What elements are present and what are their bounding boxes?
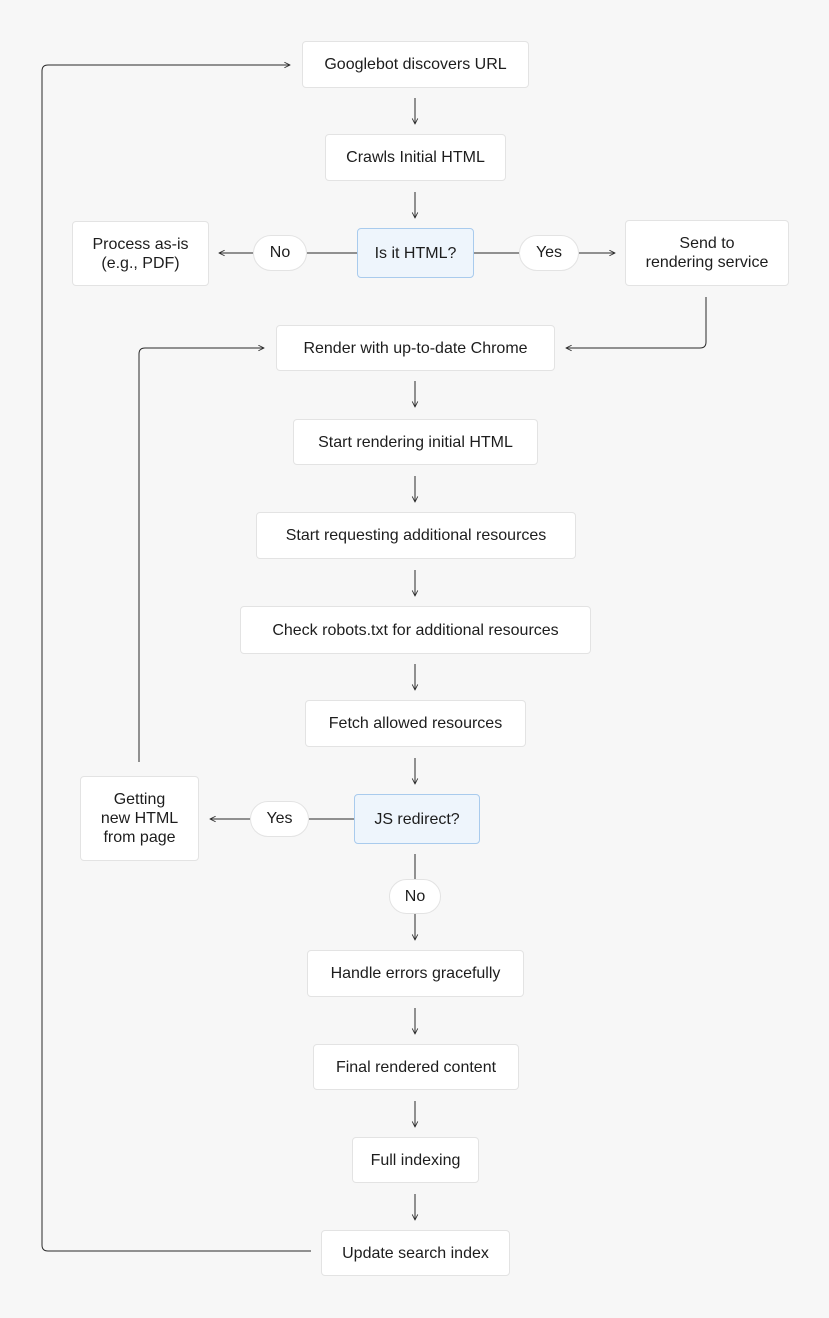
node-render-with-chrome: Render with up-to-date Chrome	[276, 325, 555, 371]
node-is-it-html: Is it HTML?	[357, 228, 474, 278]
label-html-no: No	[253, 235, 307, 271]
node-full-indexing: Full indexing	[352, 1137, 479, 1183]
node-update-search-index: Update search index	[321, 1230, 510, 1276]
arrow-send-render	[566, 297, 707, 348]
node-crawls-initial-html: Crawls Initial HTML	[325, 134, 506, 181]
node-js-redirect: JS redirect?	[354, 794, 480, 844]
arrow-update-discover	[41, 65, 311, 1252]
node-handle-errors: Handle errors gracefully	[307, 950, 524, 997]
node-start-requesting-resources: Start requesting additional resources	[256, 512, 576, 559]
label-html-yes: Yes	[519, 235, 579, 271]
node-fetch-allowed-resources: Fetch allowed resources	[305, 700, 526, 747]
node-googlebot-discovers-url: Googlebot discovers URL	[302, 41, 529, 88]
node-send-to-rendering-service: Send to rendering service	[625, 220, 789, 286]
label-redirect-no: No	[389, 879, 441, 914]
node-start-rendering-initial-html: Start rendering initial HTML	[293, 419, 538, 465]
node-final-rendered-content: Final rendered content	[313, 1044, 519, 1090]
node-getting-new-html: Getting new HTML from page	[80, 776, 199, 861]
node-process-as-is: Process as-is (e.g., PDF)	[72, 221, 209, 286]
node-check-robots-txt: Check robots.txt for additional resource…	[240, 606, 591, 654]
arrow-getting-render	[138, 348, 264, 762]
label-redirect-yes: Yes	[250, 801, 309, 837]
